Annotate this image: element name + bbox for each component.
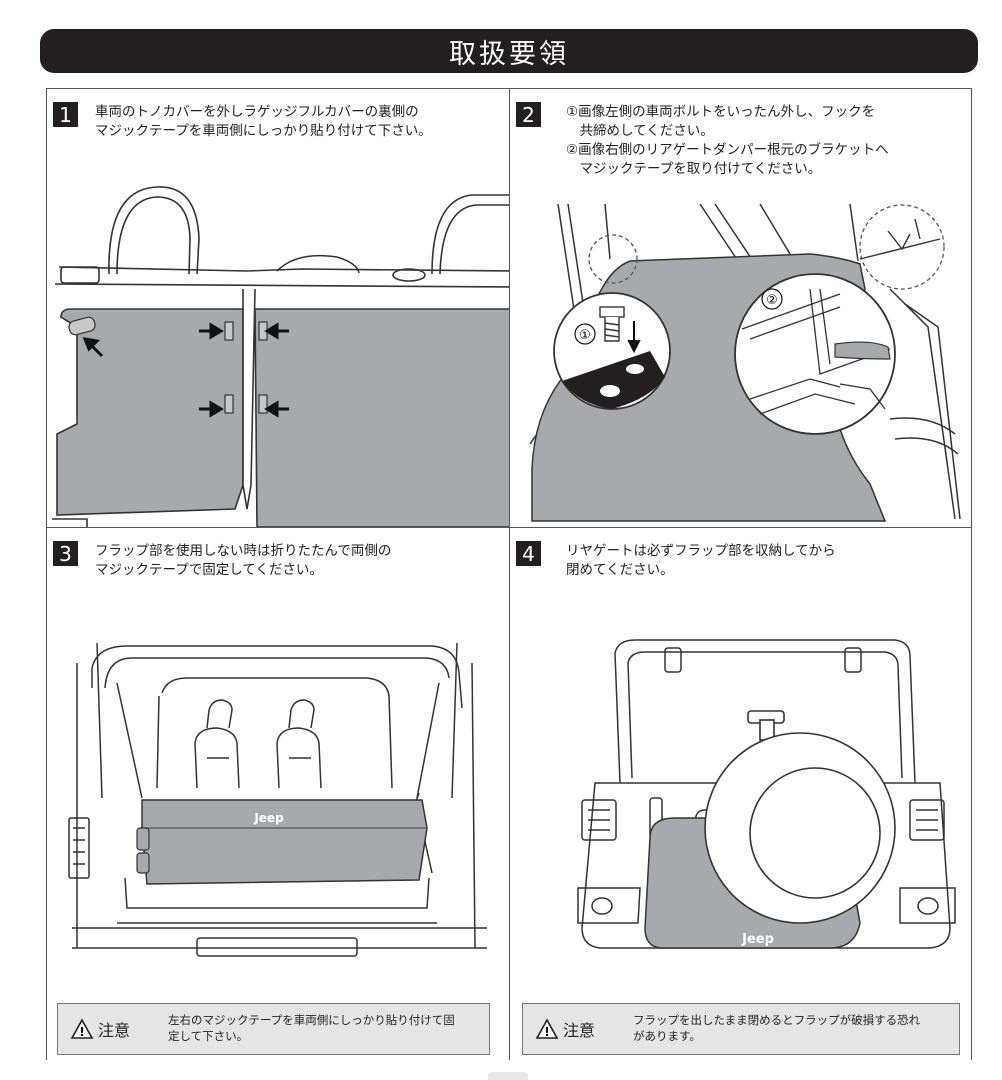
- step-instructions: フラップ部を使用しない時は折りたたんで両側の マジックテープで固定してください。: [95, 543, 392, 578]
- caution-label: 注意: [98, 1021, 131, 1040]
- caution-box: ! 注意 左右のマジックテープを車両側にしっかり貼り付けて固 定して下さい。: [57, 1003, 490, 1055]
- page-edge-tab: [488, 1072, 528, 1080]
- page-title: 取扱要領: [40, 29, 978, 73]
- step-3-panel: 3 フラップ部を使用しない時は折りたたんで両側の マジックテープで固定してくださ…: [46, 527, 510, 1060]
- warning-icon: !: [70, 1018, 94, 1039]
- marker-1: ①: [579, 328, 591, 343]
- closed-tailgate-illustration: Jeep: [577, 639, 956, 949]
- tailgate-bracket-illustration: ① ②: [529, 203, 961, 522]
- step-number: 1: [53, 102, 78, 127]
- svg-text:!: !: [79, 1025, 84, 1039]
- open-cargo-illustration: Jeep: [68, 642, 487, 957]
- step-instructions: 車両のトノカバーを外しラゲッジフルカバーの裏側の マジックテープを車両側にしっか…: [95, 104, 432, 139]
- step-number: 4: [516, 541, 541, 566]
- step-instructions: リヤゲートは必ずフラップ部を収納してから 閉めてください。: [566, 543, 836, 578]
- jeep-logo: Jeep: [253, 811, 284, 825]
- warning-icon: !: [535, 1018, 559, 1039]
- marker-2: ②: [766, 293, 778, 308]
- rear-seat-illustration: [52, 186, 511, 528]
- step-instructions: ①画像左側の車両ボルトをいったん外し、フックを 共締めしてください。 ②画像右側…: [566, 104, 889, 177]
- caution-text: フラップを出したまま閉めるとフラップが破損する恐れ があります。: [633, 1013, 921, 1043]
- step-number: 3: [53, 541, 78, 566]
- caution-text: 左右のマジックテープを車両側にしっかり貼り付けて固 定して下さい。: [168, 1013, 455, 1043]
- step-1-panel: 1 車両のトノカバーを外しラゲッジフルカバーの裏側の マジックテープを車両側にし…: [46, 88, 511, 528]
- step-4-panel: 4 リヤゲートは必ずフラップ部を収納してから 閉めてください。: [509, 527, 972, 1060]
- step-number: 2: [516, 102, 541, 127]
- caution-box: ! 注意 フラップを出したまま閉めるとフラップが破損する恐れ があります。: [522, 1003, 960, 1055]
- caution-label: 注意: [563, 1021, 596, 1040]
- step-2-panel: 2 ①画像左側の車両ボルトをいったん外し、フックを 共締めしてください。 ②画像…: [509, 88, 972, 528]
- jeep-logo: Jeep: [741, 932, 774, 947]
- svg-text:!: !: [544, 1025, 549, 1039]
